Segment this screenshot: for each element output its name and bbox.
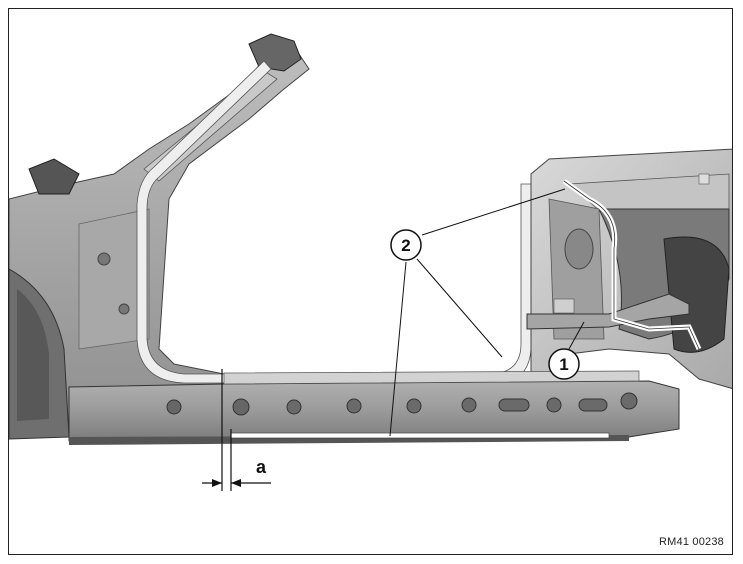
callout-2-leaders xyxy=(389,188,566,437)
door-opening-flange xyxy=(136,60,532,384)
front-pillar-structure xyxy=(9,33,310,440)
part-2-trim-strip xyxy=(230,432,610,439)
callout-2-number: 2 xyxy=(401,236,410,255)
callout-1: 1 xyxy=(548,348,580,380)
figure-frame: a 2 1 RM41 00238 xyxy=(8,8,733,555)
dimension-a-marker: a xyxy=(202,369,271,491)
body-side-frame-illustration: a 2 1 xyxy=(9,33,732,491)
part-1-strip xyxy=(526,293,690,330)
rear-outline-tube xyxy=(562,178,702,351)
dimension-a-label: a xyxy=(256,457,267,477)
callout-2: 2 xyxy=(390,229,422,261)
callout-1-leader xyxy=(568,321,585,350)
reference-code: RM41 00238 xyxy=(659,536,724,548)
callout-1-number: 1 xyxy=(559,355,568,374)
